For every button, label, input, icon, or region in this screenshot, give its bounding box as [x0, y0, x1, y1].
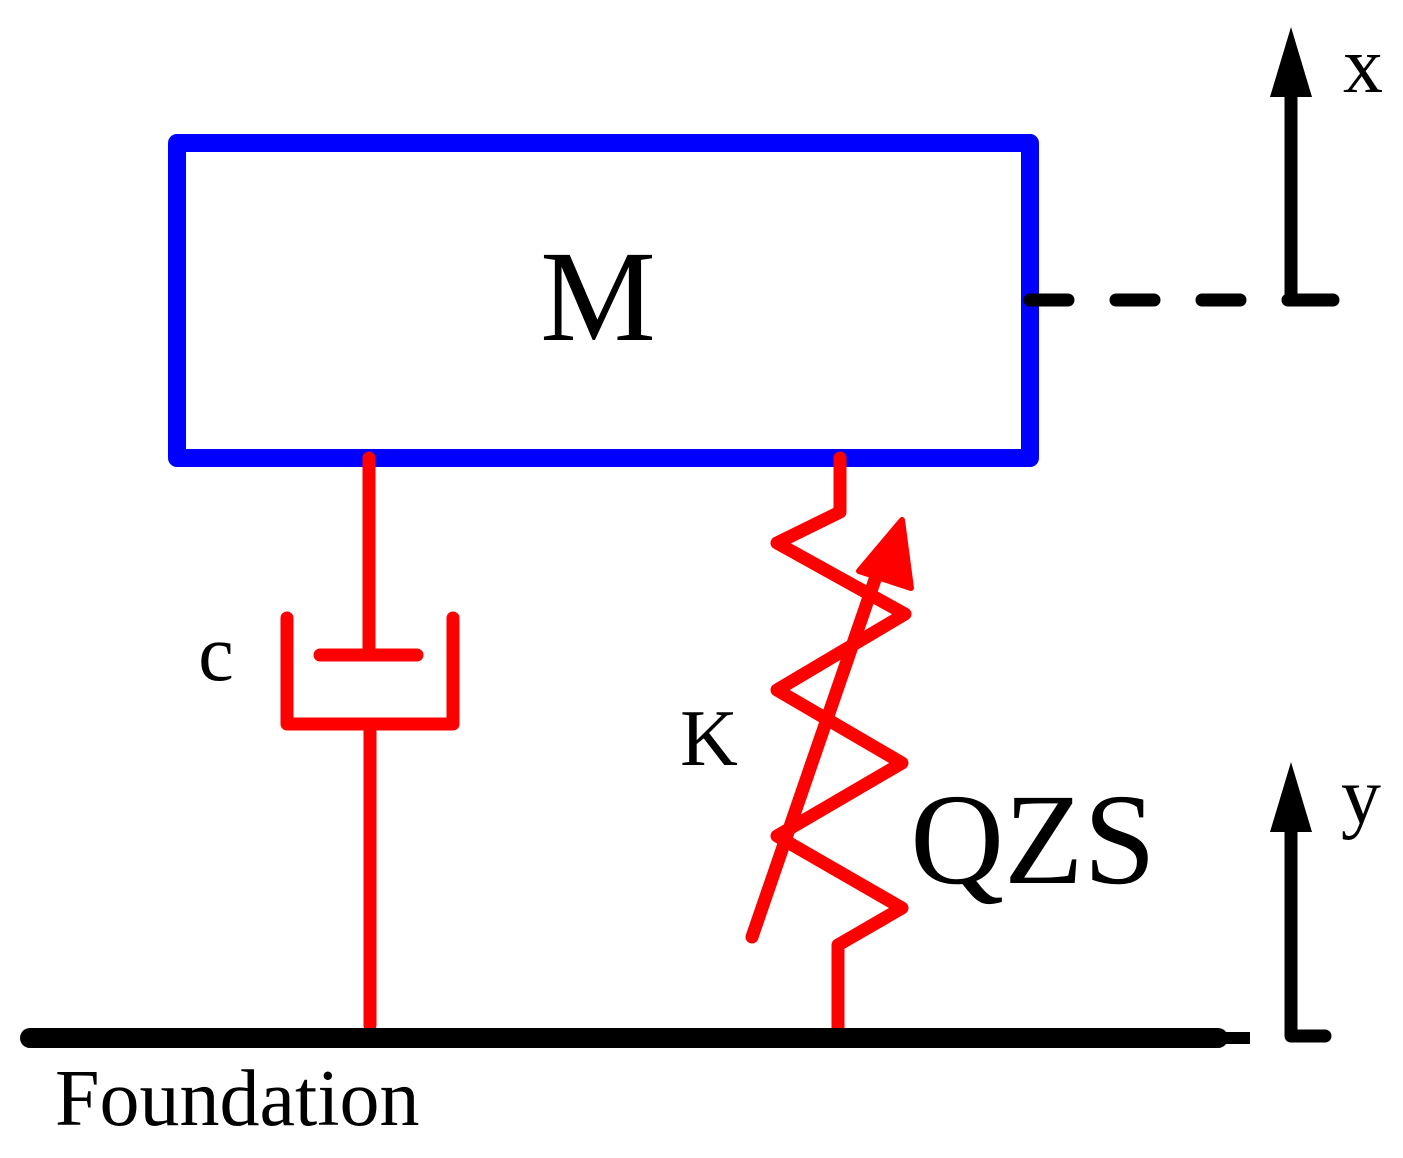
variable-stiffness-arrow: [745, 517, 914, 944]
variable-stiffness-shaft: [745, 558, 887, 944]
spring: [770, 451, 912, 1045]
x-arrow-shaft: [1284, 88, 1340, 307]
spring-label: K: [680, 695, 738, 783]
damper: [280, 451, 460, 1032]
y-arrowhead: [1270, 762, 1312, 832]
x-label: x: [1343, 22, 1383, 110]
variable-stiffness-arrowhead: [856, 517, 914, 591]
mass-label: M: [540, 225, 656, 369]
foundation: Foundation: [20, 1028, 1250, 1143]
qzs-label: QZS: [910, 768, 1156, 912]
base-displacement-arrow: y: [1270, 753, 1381, 1043]
mass-displacement-arrow: x: [1270, 22, 1383, 307]
mass-block: M: [168, 134, 1039, 467]
y-arrow-shaft: [1284, 823, 1332, 1043]
x-arrowhead: [1270, 27, 1312, 97]
damper-label: c: [198, 610, 234, 698]
foundation-label: Foundation: [55, 1055, 419, 1143]
y-label: y: [1341, 753, 1381, 841]
